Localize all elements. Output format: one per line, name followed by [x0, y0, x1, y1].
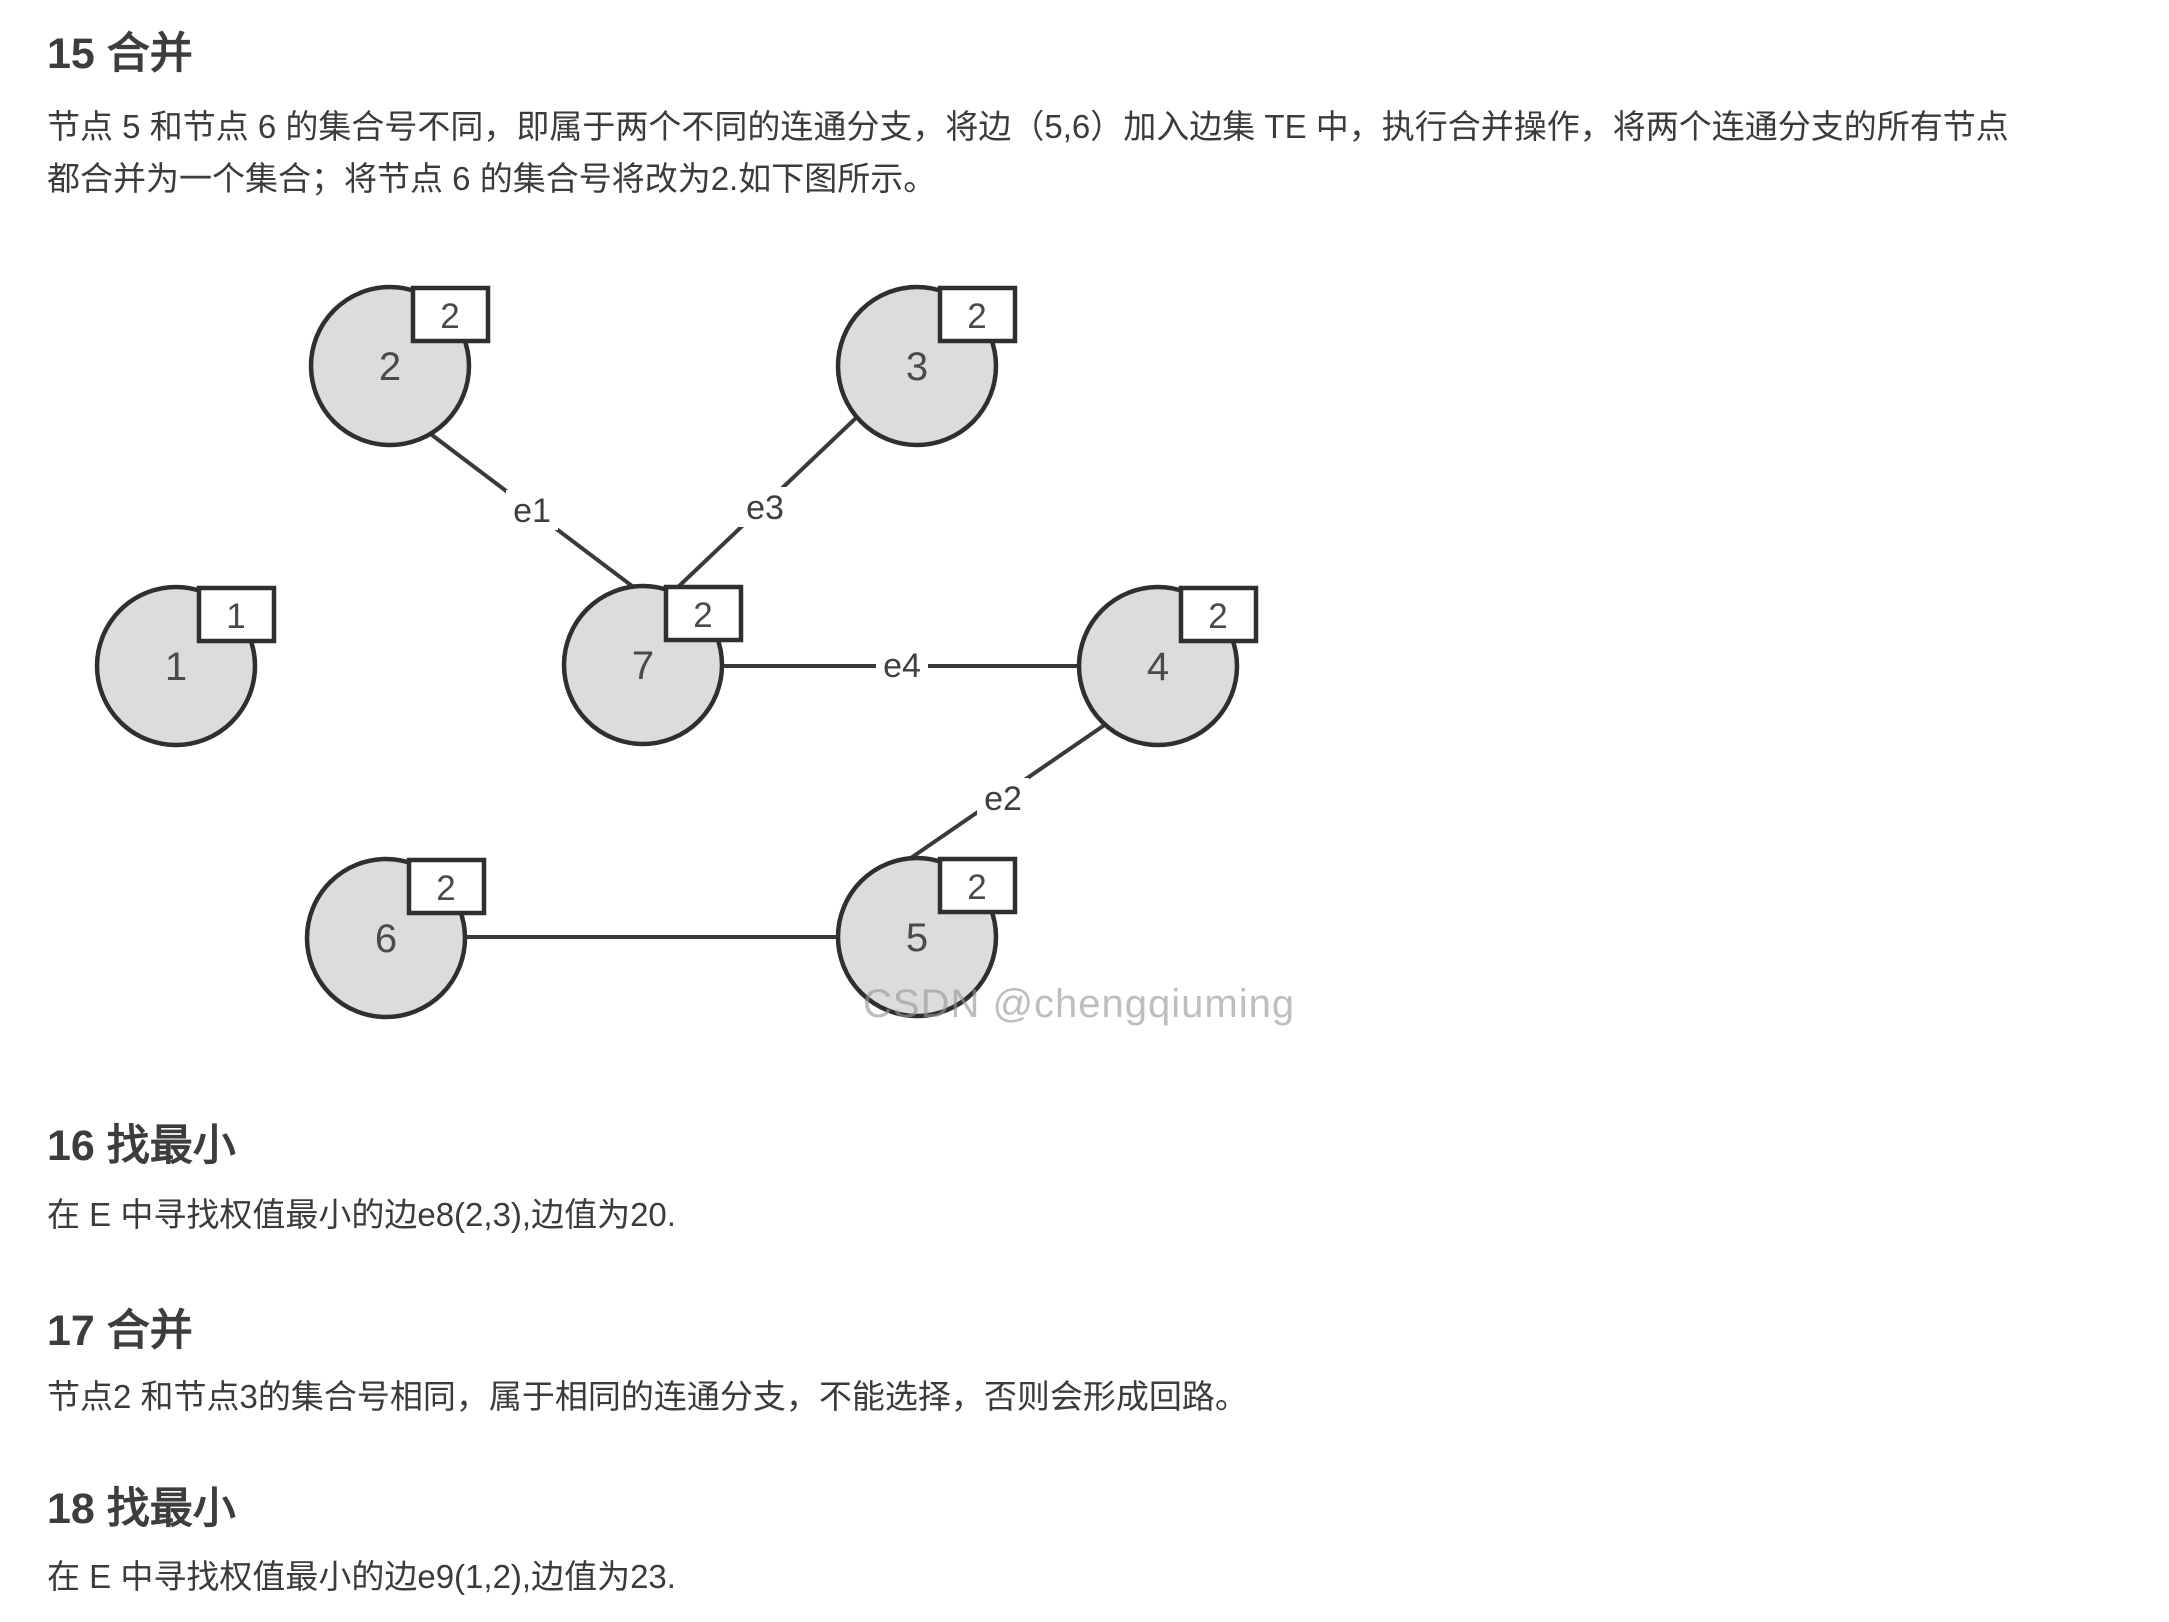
- set-badge-node-3: [937, 285, 1018, 344]
- set-badge-number-node-1: 1: [226, 597, 245, 636]
- node-number-6: 6: [375, 917, 397, 961]
- node-number-7: 7: [632, 644, 654, 688]
- node-number-3: 3: [906, 345, 928, 389]
- edge-label-gap: [977, 778, 1029, 818]
- edge-label-e3: e3: [746, 489, 784, 527]
- paragraph-line: 节点 5 和节点 6 的集合号不同，即属于两个不同的连通分支，将边（5,6）加入…: [47, 108, 2009, 145]
- watermark: CSDN @chengqiuming: [863, 982, 1296, 1026]
- set-badge-number-node-7: 2: [693, 596, 712, 635]
- section-paragraph-15: 节点 5 和节点 6 的集合号不同，即属于两个不同的连通分支，将边（5,6）加入…: [47, 101, 2009, 205]
- paragraph-line: 在 E 中寻找权值最小的边e8(2,3),边值为20.: [47, 1196, 676, 1233]
- set-badge-node-2: [410, 285, 491, 344]
- edge-label-e2: e2: [984, 780, 1022, 818]
- set-badge-number-node-6: 2: [436, 869, 455, 908]
- section-heading-15: 15 合并: [47, 30, 193, 78]
- node-number-4: 4: [1147, 645, 1169, 689]
- node-number-5: 5: [906, 916, 928, 960]
- set-badge-node-4: [1178, 585, 1259, 644]
- section-paragraph-16: 在 E 中寻找权值最小的边e8(2,3),边值为20.: [47, 1189, 676, 1241]
- section-paragraph-18: 在 E 中寻找权值最小的边e9(1,2),边值为23.: [47, 1551, 676, 1603]
- set-badge-node-7: [663, 584, 744, 643]
- edge-label-e4: e4: [883, 647, 921, 685]
- node-number-2: 2: [379, 345, 401, 389]
- set-badge-number-node-4: 2: [1208, 597, 1227, 636]
- set-badge-number-node-3: 2: [967, 297, 986, 336]
- section-heading-18: 18 找最小: [47, 1485, 236, 1533]
- node-number-1: 1: [165, 645, 187, 689]
- edge-label-e1: e1: [513, 492, 551, 530]
- edge-label-gap: [506, 490, 558, 530]
- set-badge-number-node-5: 2: [967, 868, 986, 907]
- paragraph-line: 都合并为一个集合；将节点 6 的集合号将改为2.如下图所示。: [47, 160, 937, 197]
- section-heading-17: 17 合并: [47, 1307, 193, 1355]
- paragraph-line: 节点2 和节点3的集合号相同，属于相同的连通分支，不能选择，否则会形成回路。: [47, 1378, 1248, 1415]
- set-badge-node-5: [937, 856, 1018, 915]
- section-heading-16: 16 找最小: [47, 1122, 236, 1170]
- edge-label-gap: [876, 645, 928, 685]
- set-badge-node-6: [406, 857, 487, 916]
- set-badge-number-node-2: 2: [440, 297, 459, 336]
- section-paragraph-17: 节点2 和节点3的集合号相同，属于相同的连通分支，不能选择，否则会形成回路。: [47, 1371, 1248, 1423]
- paragraph-line: 在 E 中寻找权值最小的边e9(1,2),边值为23.: [47, 1558, 676, 1595]
- set-badge-node-1: [196, 585, 277, 644]
- edge-label-gap: [739, 487, 791, 527]
